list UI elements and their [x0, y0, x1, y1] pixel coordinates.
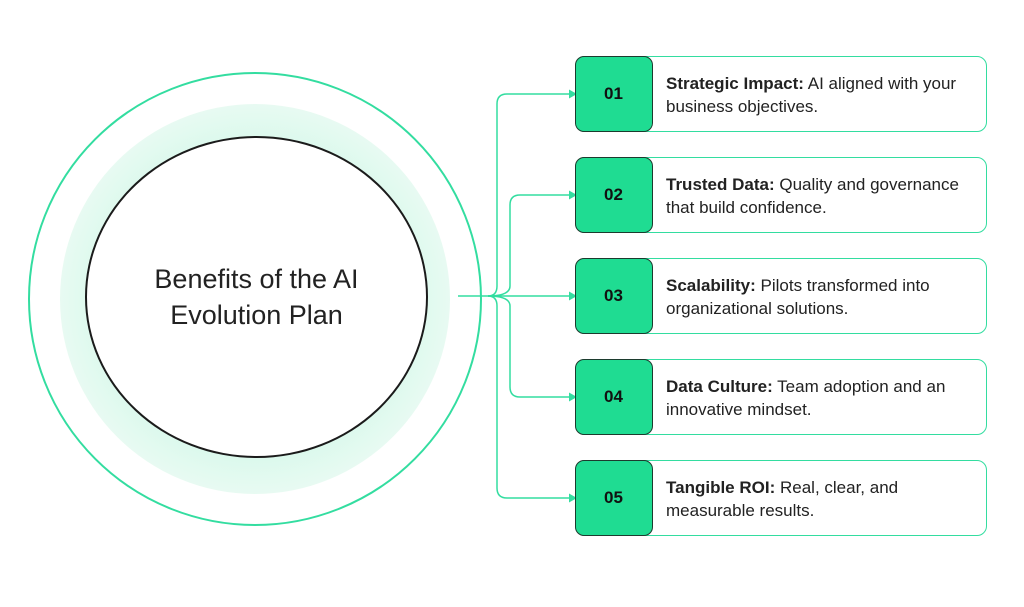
benefit-number: 05	[574, 459, 653, 536]
benefit-number: 04	[574, 358, 653, 435]
connector-04	[487, 295, 570, 398]
benefit-description: Trusted Data: Quality and governance tha…	[666, 173, 976, 219]
arrowhead-02	[569, 190, 577, 200]
benefit-heading: Scalability:	[666, 276, 756, 295]
benefit-description: Tangible ROI: Real, clear, and measurabl…	[666, 476, 976, 522]
benefit-heading: Trusted Data:	[666, 175, 775, 194]
connector-01	[487, 93, 570, 297]
benefit-card-03: 03 Scalability: Pilots transformed into …	[574, 257, 987, 334]
benefit-text: Quality and governance that build confid…	[666, 175, 959, 217]
benefit-text: AI aligned with your business objectives…	[666, 74, 957, 116]
benefit-number: 03	[574, 257, 653, 334]
benefit-heading: Data Culture:	[666, 377, 773, 396]
arrowhead-05	[569, 493, 577, 503]
benefit-description: Scalability: Pilots transformed into org…	[666, 274, 976, 320]
benefit-description: Strategic Impact: AI aligned with your b…	[666, 72, 976, 118]
benefit-heading: Strategic Impact:	[666, 74, 804, 93]
benefit-card-05: 05 Tangible ROI: Real, clear, and measur…	[574, 459, 987, 536]
outer-ring	[28, 72, 482, 526]
benefit-number: 02	[574, 156, 653, 233]
connector-05	[487, 295, 570, 499]
benefit-card-04: 04 Data Culture: Team adoption and an in…	[574, 358, 987, 435]
benefit-text: Pilots transformed into organizational s…	[666, 276, 930, 318]
benefit-number: 01	[574, 55, 653, 132]
benefit-text: Team adoption and an innovative mindset.	[666, 377, 946, 419]
benefit-text: Real, clear, and measurable results.	[666, 478, 899, 520]
diagram-title: Benefits of the AI Evolution Plan	[154, 264, 359, 330]
arrowhead-03	[569, 291, 577, 301]
benefit-description: Data Culture: Team adoption and an innov…	[666, 375, 976, 421]
benefit-card-01: 01 Strategic Impact: AI aligned with you…	[574, 55, 987, 132]
arrowhead-04	[569, 392, 577, 402]
arrowhead-01	[569, 89, 577, 99]
benefit-card-02: 02 Trusted Data: Quality and governance …	[574, 156, 987, 233]
connector-02	[487, 194, 570, 297]
center-circle: Benefits of the AI Evolution Plan	[85, 136, 428, 458]
benefit-heading: Tangible ROI:	[666, 478, 776, 497]
